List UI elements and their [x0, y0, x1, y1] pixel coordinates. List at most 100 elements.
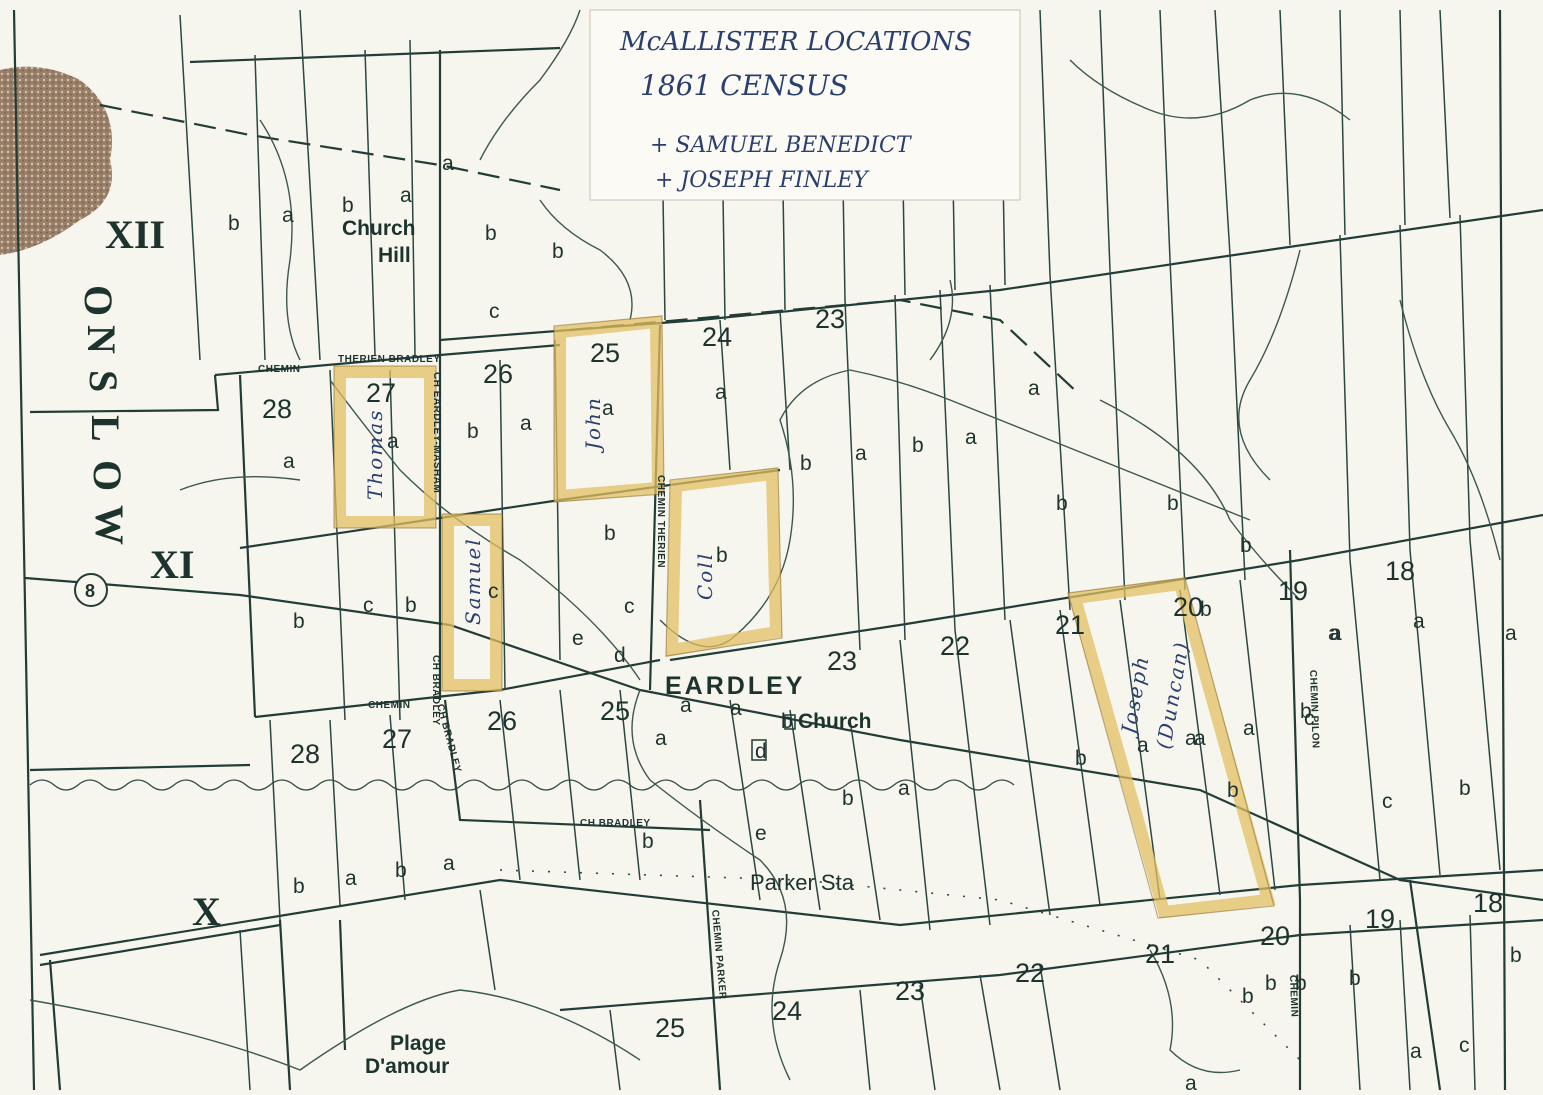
lot-number: 23: [895, 976, 925, 1006]
place-parker-sta: Parker Sta: [750, 870, 855, 895]
lot-samuel-highlight: [442, 514, 502, 691]
sub-lot: b: [467, 420, 479, 443]
lot-number: 18: [1473, 888, 1503, 918]
sub-lot: a: [1330, 622, 1342, 645]
concession-x: X: [192, 889, 221, 934]
sub-lot: e: [755, 822, 767, 845]
lot-coll-highlight: [665, 467, 783, 658]
owner-name-joseph: Joseph: [1116, 653, 1154, 740]
sub-lot: c: [1382, 790, 1393, 813]
sub-lot: b: [781, 710, 793, 733]
township-letter: L: [83, 415, 128, 442]
road-label: CHEMIN PILON: [1307, 670, 1321, 749]
road-label: CH EARDLEY-MASHAM: [431, 372, 442, 493]
sub-lot: b: [342, 194, 354, 217]
lot-joseph-highlight: [1067, 577, 1276, 919]
lot-number: 18: [1385, 556, 1415, 586]
lot-number: 25: [655, 1013, 685, 1043]
route-shield-number: 8: [85, 581, 95, 601]
sub-lot: b: [1295, 972, 1307, 995]
sub-lot: a: [1137, 734, 1149, 757]
lot-number: 25: [590, 338, 620, 368]
sub-lot: a: [282, 204, 294, 227]
creeks: [29, 9, 1501, 1081]
owner-name-john: John: [581, 396, 605, 454]
sub-lot: a: [680, 694, 692, 717]
lot-number: 28: [262, 394, 292, 424]
sub-lot: b: [912, 434, 924, 457]
lot-number: 20: [1260, 921, 1290, 951]
sub-lot: a: [602, 397, 614, 420]
road-label: CH BRADLEY: [430, 655, 441, 726]
road-label: CHEMIN THERIEN: [655, 475, 666, 568]
township-letter: N: [79, 325, 124, 354]
sub-lot: c: [624, 595, 635, 618]
concession-xi: XI: [150, 542, 194, 587]
sub-lot: a: [1185, 727, 1197, 750]
sub-lot: b: [842, 787, 854, 810]
sub-lot: b: [1200, 598, 1212, 621]
sub-lot: a: [1243, 717, 1255, 740]
lot-number: 27: [382, 724, 412, 754]
sub-lot: c: [363, 594, 374, 617]
lot-number: 24: [772, 996, 802, 1026]
sub-lot: a: [345, 867, 357, 890]
sub-lot: d: [614, 644, 626, 667]
township-letter: O: [85, 460, 130, 491]
sub-lot: a: [730, 697, 742, 720]
township-letter: O: [76, 285, 121, 316]
map-grid: [12, 9, 1543, 1091]
sub-lot: a: [655, 727, 667, 750]
sub-lot: a: [1194, 727, 1206, 750]
sub-lot: b: [552, 240, 564, 263]
sub-lot: b: [1075, 747, 1087, 770]
sub-lot: b: [293, 610, 305, 633]
road-label: CHEMIN: [368, 700, 410, 711]
sub-lot: c: [488, 580, 499, 603]
place-damour: D'amour: [365, 1055, 449, 1078]
lot-number: 25: [600, 696, 630, 726]
sub-lot: b: [1167, 492, 1179, 515]
lot-number: 22: [940, 631, 970, 661]
sub-lot: b: [293, 875, 305, 898]
note-line-4: + JOSEPH FINLEY: [655, 168, 870, 193]
sub-lot: e: [572, 627, 584, 650]
township-onslow: O N S L O W: [76, 285, 132, 545]
sub-lot: a: [400, 184, 412, 207]
sub-lot: a: [965, 426, 977, 449]
township-letter: W: [87, 505, 132, 545]
route-shield: [74, 573, 108, 607]
sub-lot: b: [642, 830, 654, 853]
sub-lot: a: [443, 852, 455, 875]
lot-john-highlight: [554, 315, 665, 503]
lot-numbers: 28 27 26 25 24 23 23 22 21 20 19 18 28 2…: [262, 304, 1503, 1043]
lot-number: 23: [827, 646, 857, 676]
church-symbol: [751, 739, 767, 761]
sub-lot: a: [1413, 610, 1425, 633]
place-eardley: EARDLEY: [665, 672, 805, 700]
sub-lot: b: [1242, 985, 1254, 1008]
sub-lot: b: [1510, 944, 1522, 967]
sub-lot: b: [485, 222, 497, 245]
sub-lot: b: [716, 544, 728, 567]
road-label: CHEMIN: [258, 364, 300, 375]
lot-number: 24: [702, 322, 732, 352]
sub-lot: b: [1056, 492, 1068, 515]
note-line-2: 1861 CENSUS: [640, 69, 848, 102]
sub-lot: b: [1265, 972, 1277, 995]
sub-lot: a: [442, 152, 454, 175]
sub-lot: a: [520, 412, 532, 435]
note-card: [589, 9, 1021, 201]
sub-lot: b: [1349, 967, 1361, 990]
sub-lot: a: [855, 442, 867, 465]
sub-lot: a: [715, 381, 727, 404]
road-label: CH BRADLEY: [434, 703, 463, 774]
sub-lot: b: [800, 452, 812, 475]
lot-number: 19: [1365, 904, 1395, 934]
wavy-boundary: [29, 779, 1015, 791]
sub-lot: a: [1028, 377, 1040, 400]
lot-number: 26: [483, 359, 513, 389]
sub-lot: a: [1185, 1072, 1197, 1095]
place-church-hill-1: Church: [342, 217, 416, 240]
road-label: THERIEN BRADLEY: [338, 354, 441, 365]
